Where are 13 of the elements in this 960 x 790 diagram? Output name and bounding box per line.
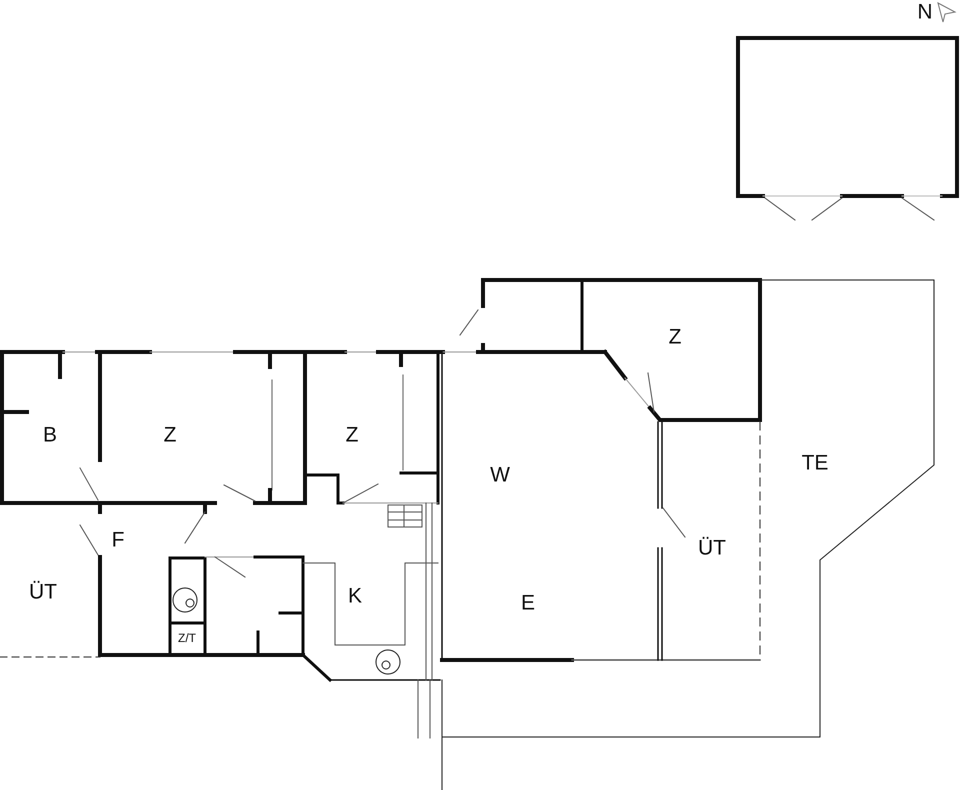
room-label: B: [43, 424, 57, 446]
room-label: Z: [346, 424, 358, 446]
room-label: Z/T: [178, 632, 196, 644]
room-label: TE: [802, 452, 828, 474]
room-label: E: [521, 592, 535, 614]
room-label: W: [490, 464, 510, 486]
room-label: F: [112, 530, 124, 550]
compass-label: N: [917, 2, 933, 22]
room-label: Z: [164, 424, 176, 446]
room-label: ÜT: [29, 582, 57, 602]
room-label: K: [348, 586, 362, 606]
room-label: Z: [668, 326, 682, 348]
room-label: ÜT: [698, 538, 726, 558]
